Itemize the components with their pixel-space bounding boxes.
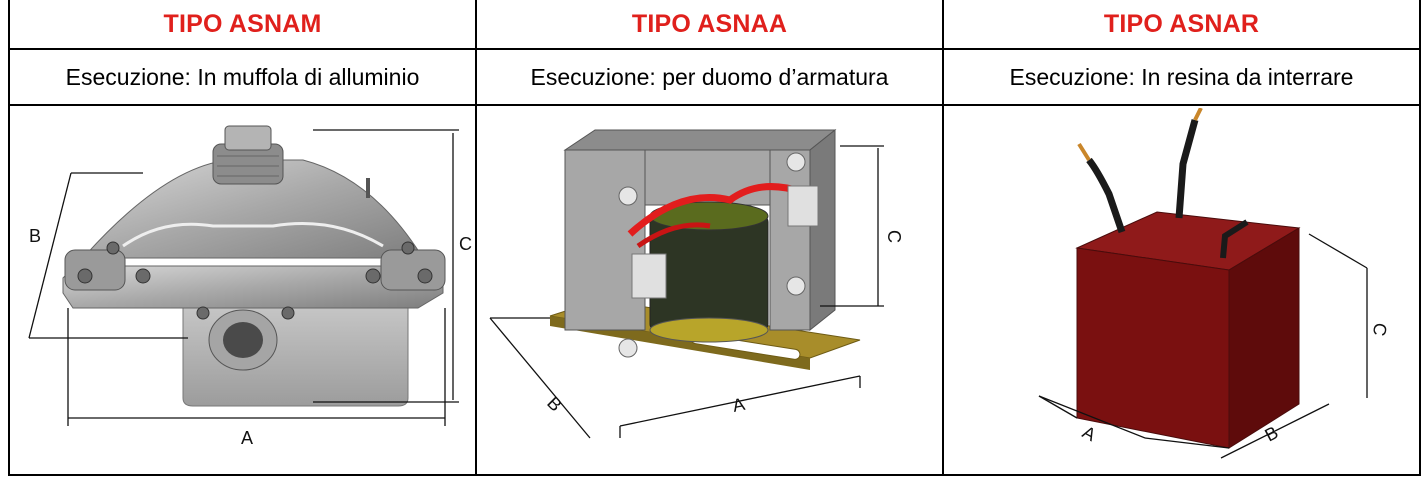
image-row: A C B (8, 104, 1421, 476)
asnaa-dimension-a: A (730, 394, 746, 416)
asnar-execution-cell: Esecuzione: In resina da interrare (942, 48, 1421, 106)
asnar-title-cell: TIPO ASNAR (942, 0, 1421, 50)
asnar-image-cell: A B C (942, 104, 1421, 476)
asnar-dimension-a: A (1079, 422, 1099, 445)
asnam-dimension-a: A (241, 428, 253, 448)
type-title-row: TIPO ASNAM TIPO ASNAA TIPO ASNAR (8, 0, 1421, 50)
product-types-table: TIPO ASNAM TIPO ASNAA TIPO ASNAR Esecuzi… (8, 0, 1421, 476)
asnam-execution: Esecuzione: In muffola di alluminio (65, 63, 420, 90)
asnar-title: TIPO ASNAR (1103, 9, 1260, 38)
asnaa-title: TIPO ASNAA (631, 9, 788, 38)
asnar-dimension-c: C (1368, 321, 1390, 337)
asnam-image-cell: A C B (8, 104, 477, 476)
asnam-title-cell: TIPO ASNAM (8, 0, 477, 50)
asnaa-execution-cell: Esecuzione: per duomo d’armatura (475, 48, 944, 106)
asnaa-image-cell: B A C (475, 104, 944, 476)
asnaa-execution: Esecuzione: per duomo d’armatura (530, 63, 889, 90)
asnam-title: TIPO ASNAM (163, 9, 322, 38)
asnar-dimension-b: B (1261, 422, 1281, 445)
asnaa-dimension-c: C (884, 230, 904, 243)
asnaa-transformer-image: B A C (489, 128, 904, 439)
asnam-dimension-b: B (29, 226, 41, 246)
asnar-resin-block-image: A B C (1038, 108, 1390, 459)
asnam-aluminium-enclosure-image: A C B (27, 125, 472, 448)
asnam-execution-cell: Esecuzione: In muffola di alluminio (8, 48, 477, 106)
asnar-execution: Esecuzione: In resina da interrare (1009, 63, 1354, 90)
execution-row: Esecuzione: In muffola di alluminio Esec… (8, 48, 1421, 106)
asnam-dimension-c: C (459, 234, 472, 254)
asnaa-dimension-b: B (543, 393, 566, 416)
asnaa-title-cell: TIPO ASNAA (475, 0, 944, 50)
